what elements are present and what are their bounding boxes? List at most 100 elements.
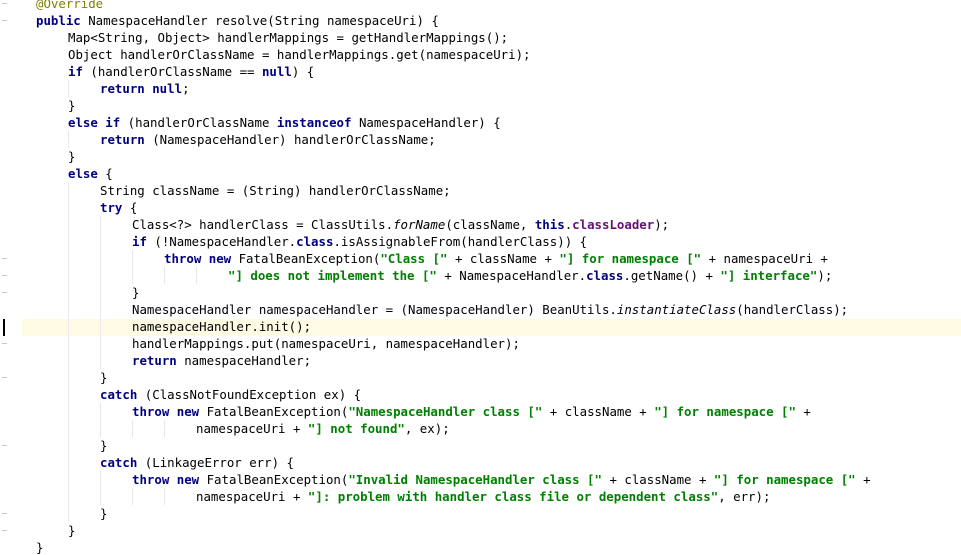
- code-line[interactable]: }: [0, 97, 961, 114]
- code-line[interactable]: namespaceUri + "]: problem with handler …: [0, 488, 961, 505]
- code-token: }: [68, 98, 76, 113]
- code-token: "Invalid NamespaceHandler class [": [348, 472, 602, 487]
- indent-guide: [68, 505, 69, 522]
- indent-guide: [68, 199, 69, 216]
- code-token: return: [132, 353, 177, 368]
- code-line[interactable]: }: [0, 522, 961, 539]
- indent-guide: [68, 352, 69, 369]
- code-token: (ClassNotFoundException ex) {: [137, 387, 362, 402]
- code-line[interactable]: "] does not implement the [" + Namespace…: [0, 267, 961, 284]
- code-line[interactable]: else if (handlerOrClassName instanceof N…: [0, 114, 961, 131]
- code-line[interactable]: }: [0, 505, 961, 522]
- code-token: .getName() +: [623, 268, 721, 283]
- code-line[interactable]: return null;: [0, 80, 961, 97]
- code-token: return null: [100, 81, 183, 96]
- code-token: return: [100, 132, 145, 147]
- code-line[interactable]: if (!NamespaceHandler.class.isAssignable…: [0, 233, 961, 250]
- code-token: "] does not implement the [": [228, 268, 437, 283]
- code-line[interactable]: throw new FatalBeanException("NamespaceH…: [0, 403, 961, 420]
- code-line[interactable]: }: [0, 369, 961, 386]
- code-token: }: [68, 523, 76, 538]
- indent-guide: [68, 182, 69, 199]
- code-token: this: [534, 217, 565, 232]
- code-token: , err);: [718, 489, 771, 504]
- code-token: forName: [393, 217, 446, 232]
- code-line[interactable]: return (NamespaceHandler) handlerOrClass…: [0, 131, 961, 148]
- code-line[interactable]: public NamespaceHandler resolve(String n…: [0, 12, 961, 29]
- code-token: .: [564, 217, 573, 232]
- fold-marker[interactable]: [2, 513, 7, 514]
- fold-marker[interactable]: [2, 292, 7, 293]
- indent-guide: [68, 471, 69, 488]
- code-token: +: [855, 472, 871, 487]
- indent-guide: [100, 233, 101, 250]
- code-line[interactable]: namespaceHandler.init();: [0, 318, 961, 335]
- code-line[interactable]: catch (LinkageError err) {: [0, 454, 961, 471]
- editor-gutter[interactable]: [0, 0, 22, 555]
- code-line[interactable]: NamespaceHandler namespaceHandler = (Nam…: [0, 301, 961, 318]
- code-line[interactable]: String className = (String) handlerOrCla…: [0, 182, 961, 199]
- fold-marker[interactable]: [2, 530, 7, 531]
- indent-guide: [100, 318, 101, 335]
- code-token: (!NamespaceHandler.: [146, 234, 297, 249]
- fold-marker[interactable]: [2, 20, 7, 21]
- fold-marker[interactable]: [2, 258, 7, 259]
- text-caret: [3, 319, 5, 336]
- code-token: FatalBeanException(: [199, 472, 349, 487]
- fold-marker[interactable]: [2, 343, 7, 344]
- code-token: +: [795, 404, 811, 419]
- code-line[interactable]: }: [0, 284, 961, 301]
- code-line[interactable]: throw new FatalBeanException("Class [" +…: [0, 250, 961, 267]
- code-token: "] for namespace [": [654, 404, 796, 419]
- code-token: (handlerOrClassName ==: [82, 64, 262, 79]
- code-line[interactable]: if (handlerOrClassName == null) {: [0, 63, 961, 80]
- indent-guide: [164, 488, 165, 505]
- code-token: catch: [100, 387, 138, 402]
- code-token: null: [261, 64, 292, 79]
- code-line[interactable]: else {: [0, 165, 961, 182]
- code-token: , ex);: [404, 421, 450, 436]
- code-line[interactable]: return namespaceHandler;: [0, 352, 961, 369]
- code-token: class: [296, 234, 334, 249]
- fold-marker[interactable]: [2, 445, 7, 446]
- code-line[interactable]: Map<String, Object> handlerMappings = ge…: [0, 29, 961, 46]
- indent-guide: [68, 386, 69, 403]
- indent-guide: [100, 471, 101, 488]
- indent-guide: [68, 318, 69, 335]
- code-line[interactable]: catch (ClassNotFoundException ex) {: [0, 386, 961, 403]
- code-token: public: [36, 13, 81, 28]
- indent-guide: [100, 420, 101, 437]
- code-token: NamespaceHandler resolve(String namespac…: [80, 13, 439, 28]
- code-token: (handlerClass);: [736, 302, 849, 317]
- code-line[interactable]: namespaceUri + "] not found", ex);: [0, 420, 961, 437]
- code-line[interactable]: }: [0, 437, 961, 454]
- code-token: (className,: [445, 217, 535, 232]
- code-token: class: [586, 268, 624, 283]
- indent-guide: [100, 352, 101, 369]
- indent-guide: [68, 301, 69, 318]
- code-token: classLoader: [572, 217, 655, 232]
- code-token: instanceof: [276, 115, 352, 130]
- code-line[interactable]: handlerMappings.put(namespaceUri, namesp…: [0, 335, 961, 352]
- code-token: namespaceUri +: [196, 489, 308, 504]
- indent-guide: [68, 267, 69, 284]
- code-line[interactable]: }: [0, 148, 961, 165]
- code-token: (NamespaceHandler) handlerOrClassName;: [144, 132, 436, 147]
- fold-marker[interactable]: [2, 275, 7, 276]
- indent-guide: [68, 131, 69, 148]
- fold-marker[interactable]: [2, 377, 7, 378]
- code-line[interactable]: throw new FatalBeanException("Invalid Na…: [0, 471, 961, 488]
- code-token: ;: [182, 81, 190, 96]
- fold-marker[interactable]: [2, 3, 7, 4]
- indent-guide: [132, 267, 133, 284]
- code-token: catch: [100, 455, 138, 470]
- code-line[interactable]: try {: [0, 199, 961, 216]
- code-line[interactable]: Object handlerOrClassName = handlerMappi…: [0, 46, 961, 63]
- code-line[interactable]: @Override: [0, 0, 961, 12]
- indent-guide: [68, 250, 69, 267]
- code-line[interactable]: }: [0, 539, 961, 555]
- code-line[interactable]: Class<?> handlerClass = ClassUtils.forNa…: [0, 216, 961, 233]
- code-token: + className +: [447, 251, 560, 266]
